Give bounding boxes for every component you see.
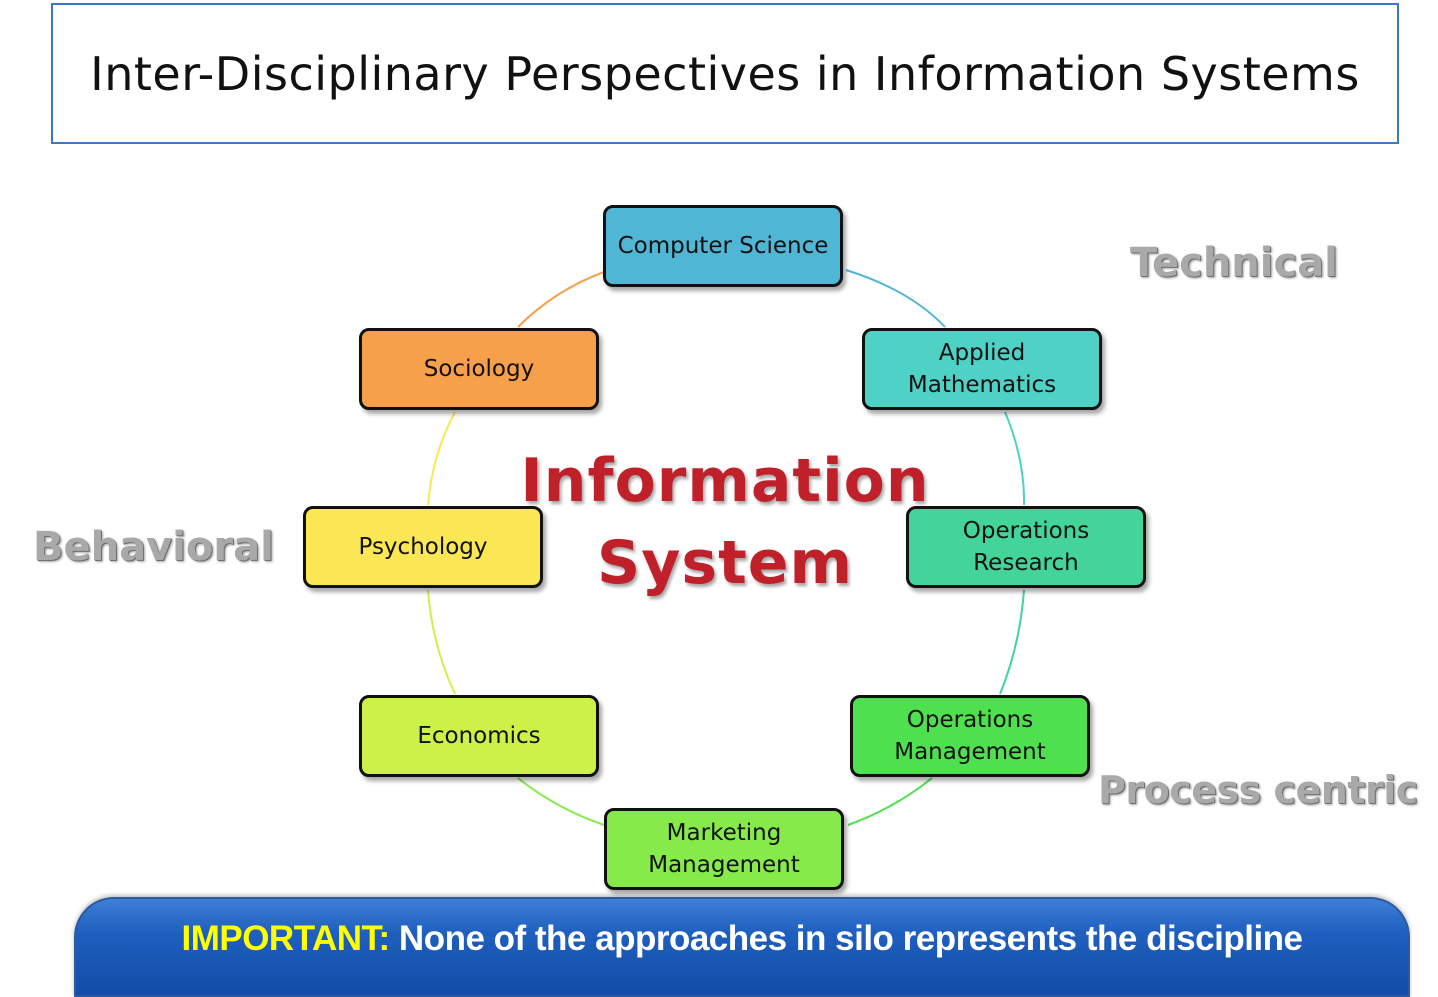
arc-am-or bbox=[1004, 411, 1026, 506]
category-process-centric: Process centric bbox=[1098, 768, 1418, 812]
center-label: Information System bbox=[520, 440, 930, 604]
arc-cs-am bbox=[845, 269, 946, 328]
center-label-line2: System bbox=[597, 528, 853, 598]
banner-message: None of the approaches in silo represent… bbox=[389, 919, 1303, 958]
center-label-line1: Information bbox=[520, 446, 930, 516]
important-banner: IMPORTANT: None of the approaches in sil… bbox=[74, 897, 1410, 997]
node-marketing-management: Marketing Management bbox=[604, 808, 844, 890]
node-operations-management: Operations Management bbox=[850, 695, 1090, 777]
arc-so-cs bbox=[517, 271, 605, 328]
node-label-line1: Applied bbox=[938, 340, 1026, 366]
node-sociology: Sociology bbox=[359, 328, 599, 410]
node-label: Sociology bbox=[423, 356, 535, 382]
node-label-line2: Mathematics bbox=[907, 372, 1057, 398]
category-behavioral: Behavioral bbox=[33, 524, 274, 570]
node-economics: Economics bbox=[359, 695, 599, 777]
banner-highlight: IMPORTANT: bbox=[181, 919, 390, 958]
node-operations-research: Operations Research bbox=[906, 506, 1146, 588]
arc-ec-ps bbox=[427, 589, 456, 695]
node-label: Computer Science bbox=[617, 233, 829, 259]
node-label: Economics bbox=[417, 723, 541, 749]
node-computer-science: Computer Science bbox=[603, 205, 843, 287]
banner-text: IMPORTANT: None of the approaches in sil… bbox=[76, 919, 1408, 959]
connector-ring bbox=[427, 269, 1026, 826]
category-technical: Technical bbox=[1130, 240, 1338, 286]
arc-mm-ec bbox=[517, 777, 605, 826]
title-box: Inter-Disciplinary Perspectives in Infor… bbox=[51, 3, 1399, 144]
arc-om-mm bbox=[847, 777, 933, 826]
node-label-line2: Research bbox=[973, 550, 1079, 576]
node-applied-mathematics: Applied Mathematics bbox=[862, 328, 1102, 410]
node-label-line1: Marketing bbox=[666, 820, 782, 846]
node-label-line2: Management bbox=[648, 852, 800, 878]
node-label-line2: Management bbox=[894, 739, 1046, 765]
node-label-line1: Operations bbox=[962, 518, 1090, 544]
arc-ps-so bbox=[427, 411, 456, 506]
node-psychology: Psychology bbox=[303, 506, 543, 588]
node-label-line1: Operations bbox=[906, 707, 1034, 733]
node-label: Psychology bbox=[358, 534, 488, 560]
page-title: Inter-Disciplinary Perspectives in Infor… bbox=[90, 46, 1360, 101]
arc-or-om bbox=[999, 589, 1025, 695]
